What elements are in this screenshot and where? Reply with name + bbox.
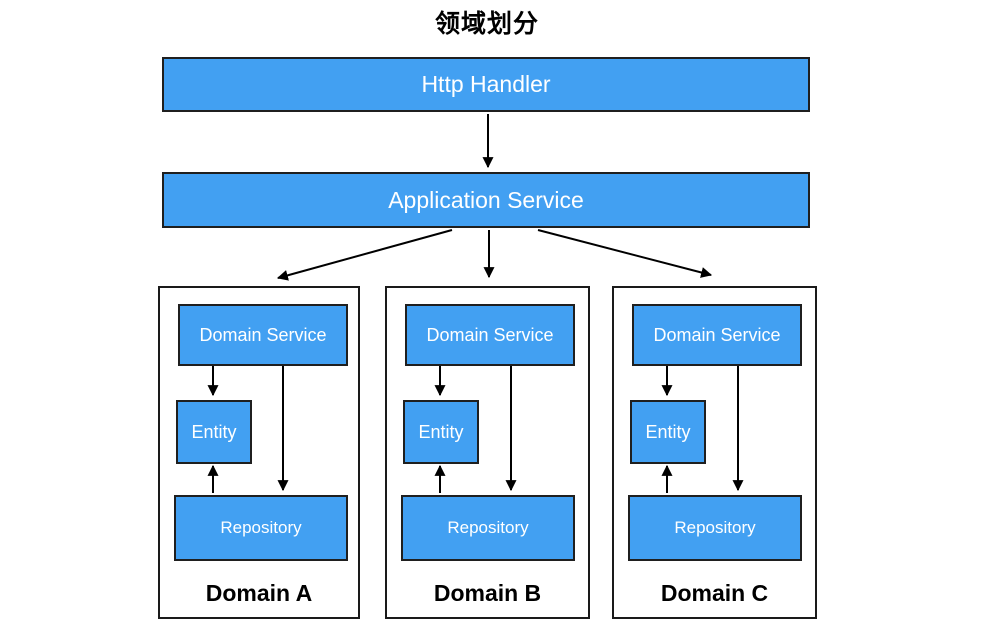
domain-a-container: Domain Service Entity Repository Domain … bbox=[158, 286, 360, 619]
application-service-label: Application Service bbox=[388, 186, 584, 213]
http-handler-box: Http Handler bbox=[162, 57, 810, 112]
domain-c-service-label: Domain Service bbox=[653, 324, 781, 345]
domain-c-entity-label: Entity bbox=[645, 421, 691, 442]
domain-c-repository-box: Repository bbox=[628, 495, 802, 561]
arrow-application-to-domain-a bbox=[276, 229, 453, 281]
domain-c-label: Domain C bbox=[660, 580, 769, 606]
domain-a-label: Domain A bbox=[205, 580, 313, 606]
http-handler-label: Http Handler bbox=[421, 71, 551, 97]
domain-c-repository-label: Repository bbox=[674, 518, 756, 537]
domain-a-repository-label: Repository bbox=[220, 518, 302, 537]
domain-b-container: Domain Service Entity Repository Domain … bbox=[385, 286, 590, 619]
arrow-application-to-domain-c bbox=[537, 229, 713, 278]
domain-c-service-box: Domain Service bbox=[632, 304, 802, 366]
domain-a-service-box: Domain Service bbox=[178, 304, 348, 366]
domain-b-label: Domain B bbox=[433, 580, 542, 606]
application-service-box: Application Service bbox=[162, 172, 810, 228]
domain-a-repository-box: Repository bbox=[174, 495, 348, 561]
domain-b-repository-box: Repository bbox=[401, 495, 575, 561]
diagram-title: 领域划分 bbox=[434, 10, 539, 38]
domain-a-entity-label: Entity bbox=[191, 421, 237, 442]
domain-b-entity-box: Entity bbox=[403, 400, 479, 464]
domain-a-service-label: Domain Service bbox=[199, 324, 327, 345]
domain-c-entity-box: Entity bbox=[630, 400, 706, 464]
domain-a-entity-box: Entity bbox=[176, 400, 252, 464]
domain-c-container: Domain Service Entity Repository Domain … bbox=[612, 286, 817, 619]
domain-b-service-label: Domain Service bbox=[426, 324, 554, 345]
domain-b-entity-label: Entity bbox=[418, 421, 464, 442]
domain-b-service-box: Domain Service bbox=[405, 304, 575, 366]
domain-b-repository-label: Repository bbox=[447, 518, 529, 537]
